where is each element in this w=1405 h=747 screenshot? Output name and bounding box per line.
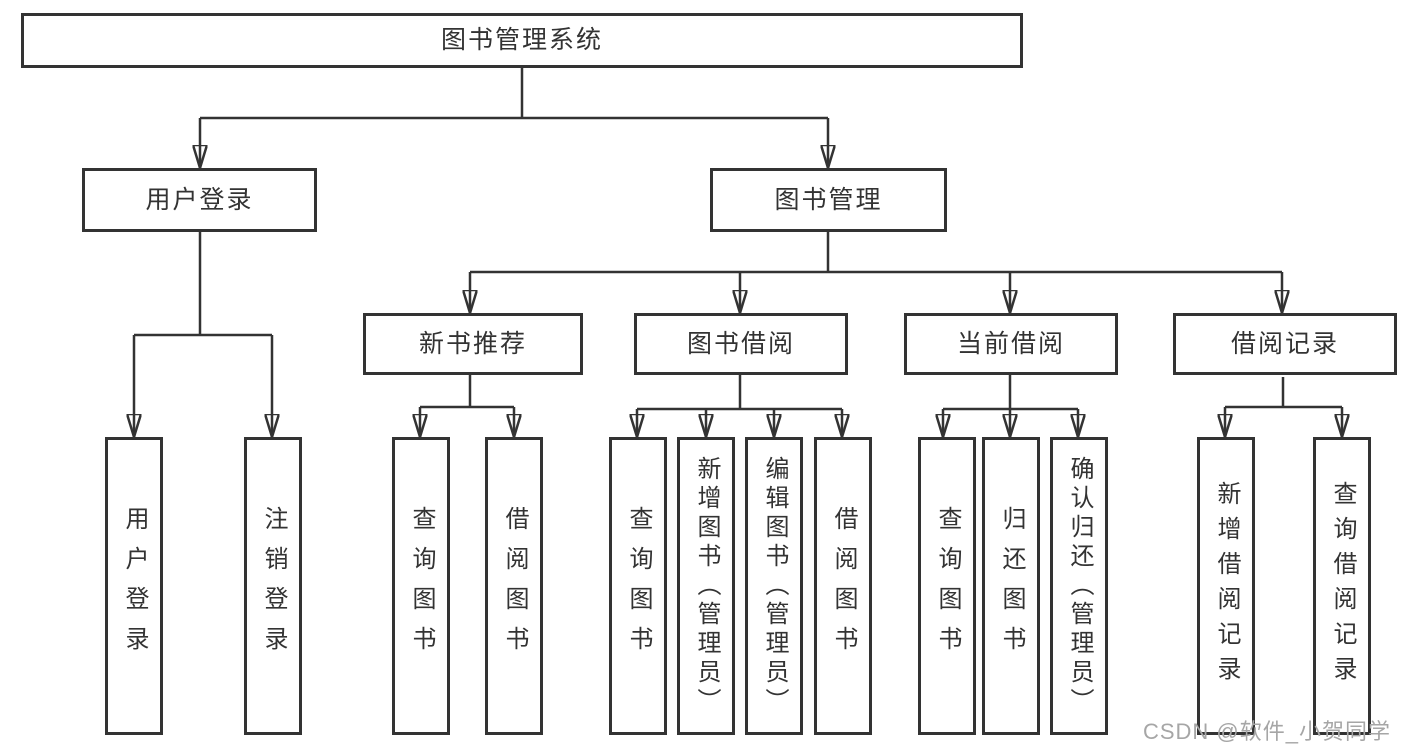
node-book-borrow: 图书借阅 <box>634 313 848 375</box>
connector-borrow-branch <box>637 375 842 411</box>
connector-current-branch <box>943 375 1078 411</box>
leaf-borrow-borrow-book: 借阅图书 <box>814 437 872 735</box>
connector-root-branch <box>200 68 828 120</box>
leaf-recommend-query-book: 查询图书 <box>392 437 450 735</box>
leaf-borrow-query-book: 查询图书 <box>609 437 667 735</box>
csdn-watermark: CSDN @软件_小贺同学 <box>1142 719 1391 744</box>
leaf-recommend-borrow-book: 借阅图书 <box>485 437 543 735</box>
leaf-return-book: 归还图书 <box>982 437 1040 735</box>
node-book-management: 图书管理 <box>710 168 947 232</box>
leaf-logout: 注销登录 <box>244 437 302 735</box>
node-borrow-record: 借阅记录 <box>1173 313 1397 375</box>
node-root-system: 图书管理系统 <box>21 13 1023 68</box>
leaf-current-query-book: 查询图书 <box>918 437 976 735</box>
connector-mgmt-branch <box>470 232 1282 274</box>
node-current-borrow: 当前借阅 <box>904 313 1118 375</box>
node-user-login: 用户登录 <box>82 168 317 232</box>
connector-record-branch <box>1225 377 1342 409</box>
connector-newbook-branch <box>420 375 514 409</box>
node-new-book-recommend: 新书推荐 <box>363 313 583 375</box>
connector-login-branch <box>134 232 272 337</box>
leaf-query-borrow-record: 查询借阅记录 <box>1313 437 1371 735</box>
leaf-user-login: 用户登录 <box>105 437 163 735</box>
leaf-confirm-return-admin: 确认归还（管理员） <box>1050 437 1108 735</box>
leaf-edit-book-admin: 编辑图书（管理员） <box>745 437 803 735</box>
leaf-add-borrow-record: 新增借阅记录 <box>1197 437 1255 735</box>
leaf-add-book-admin: 新增图书（管理员） <box>677 437 735 735</box>
